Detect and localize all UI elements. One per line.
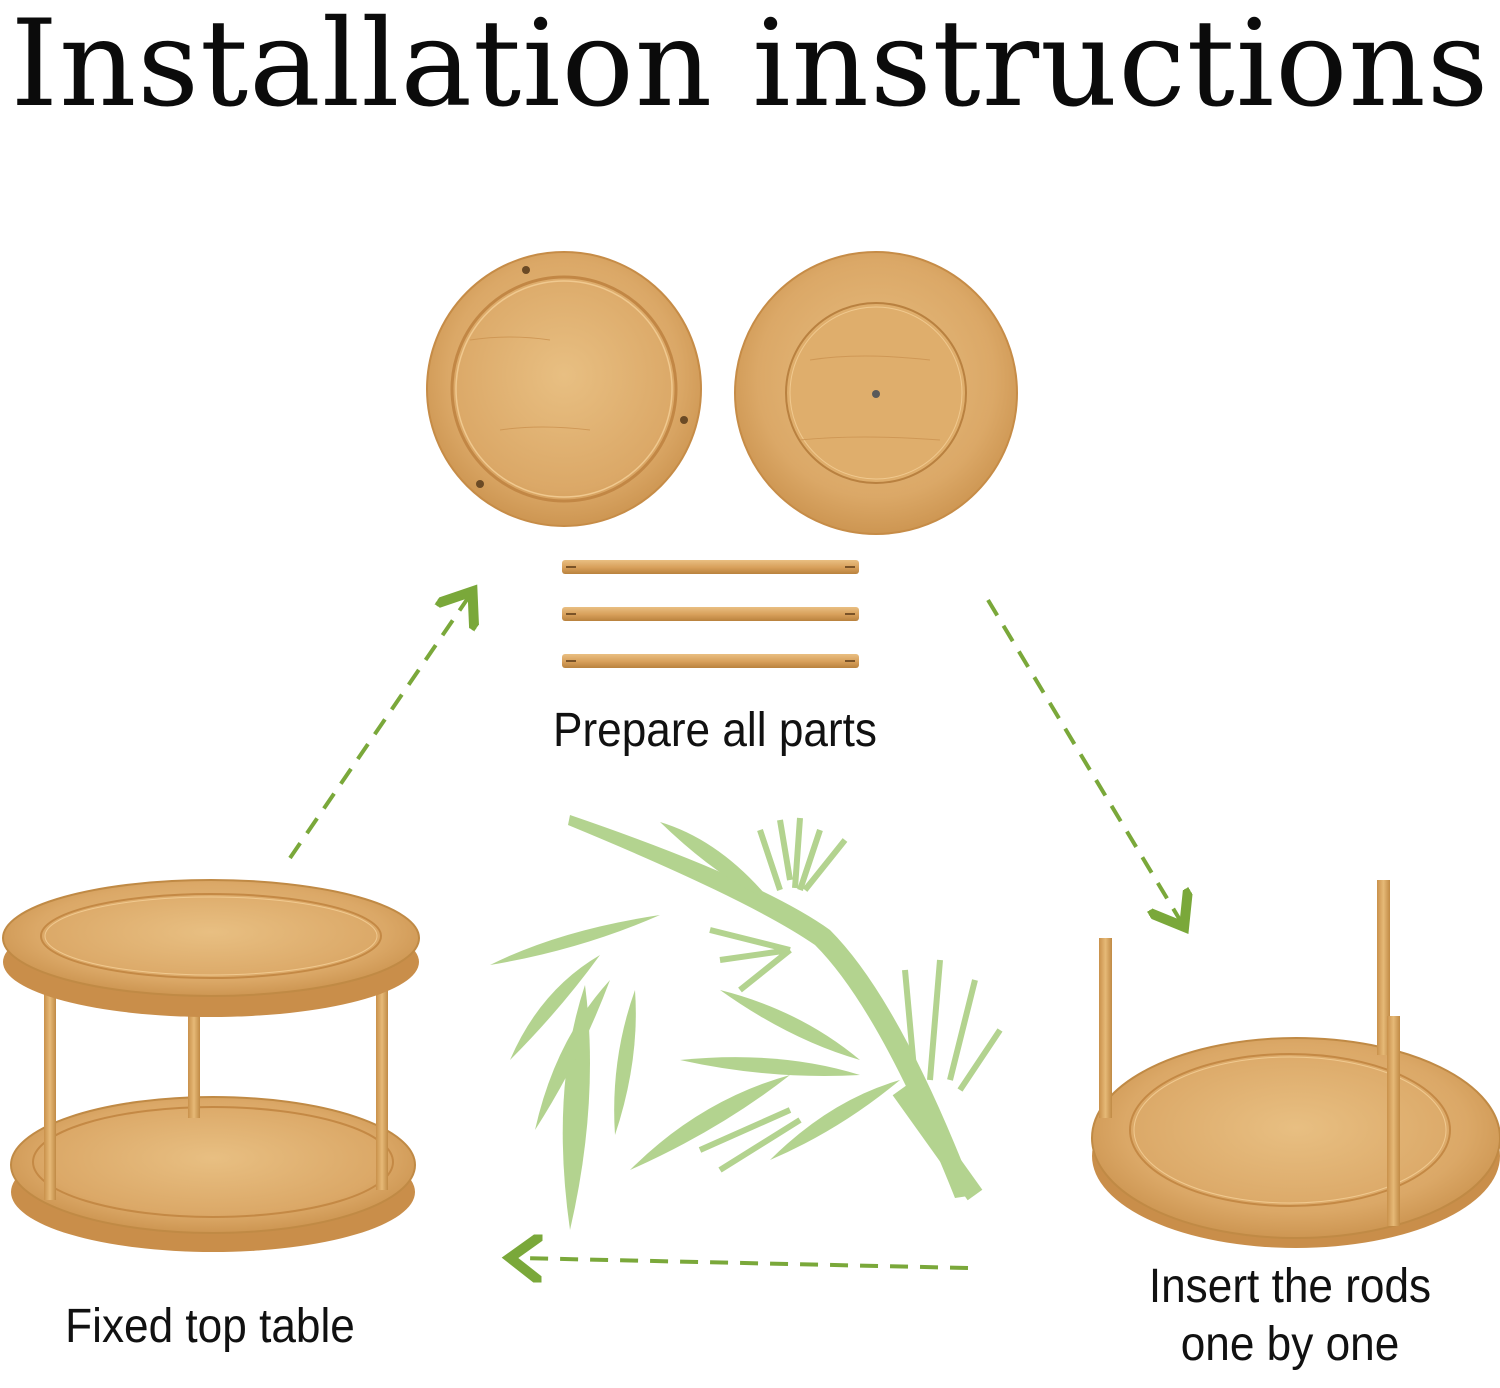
screw-hole <box>522 266 530 274</box>
step-label-prepare: Prepare all parts <box>552 704 877 757</box>
page-title: Installation instructions <box>10 0 1490 134</box>
arrow-down-right <box>986 598 1180 920</box>
step-label-insert-line2: one by one <box>1180 1318 1400 1371</box>
inserted-rod <box>1377 880 1390 1055</box>
table-rod <box>188 1008 200 1118</box>
center-screw <box>872 390 880 398</box>
rod <box>562 654 859 668</box>
flow-arrows <box>288 598 1180 1268</box>
rod <box>562 607 859 621</box>
screw-hole <box>476 480 484 488</box>
arrow-up-right <box>288 598 468 860</box>
bamboo-illustration <box>490 815 1003 1230</box>
assembled-table <box>2 879 420 1252</box>
inserted-rod <box>1099 938 1112 1118</box>
screw-hole <box>680 416 688 424</box>
step-label-insert-line1: Insert the rods <box>1148 1260 1432 1313</box>
table-rod <box>376 985 388 1190</box>
inserted-rod <box>1387 1016 1400 1226</box>
table-rod <box>44 985 56 1200</box>
rods <box>562 560 859 668</box>
rod <box>562 560 859 574</box>
rods-inserted-board <box>1091 880 1500 1248</box>
bottom-board-disk <box>734 251 1018 535</box>
step-label-fixed: Fixed top table <box>65 1300 355 1353</box>
step-label-insert: Insert the rods one by one <box>1134 1258 1447 1374</box>
parts-group <box>426 251 1018 668</box>
arrow-left <box>518 1258 969 1268</box>
top-board-disk <box>426 251 702 527</box>
